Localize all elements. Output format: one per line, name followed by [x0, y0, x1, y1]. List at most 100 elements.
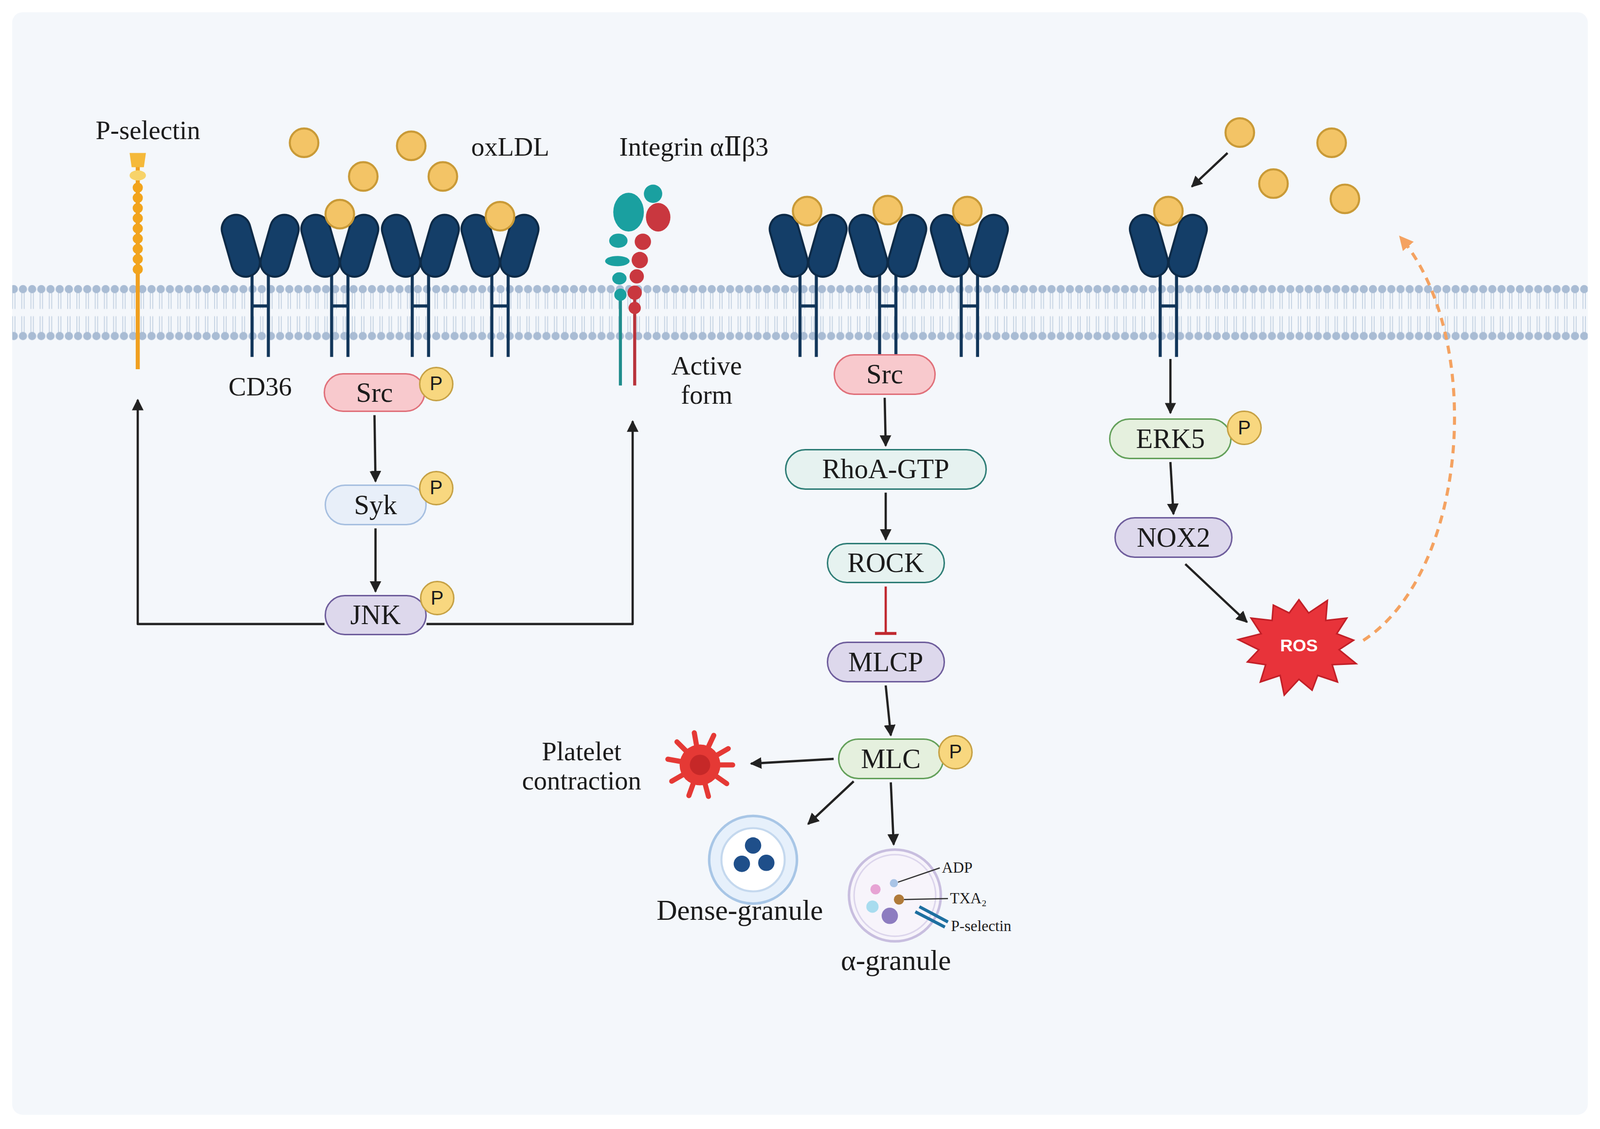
- oxldl-particle: [953, 197, 982, 226]
- cd36-receptor: [458, 211, 543, 358]
- oxldl-particle: [792, 197, 822, 226]
- node-label: P: [1237, 417, 1252, 439]
- burst-shape: [1237, 600, 1357, 696]
- binding-arrow: [1191, 152, 1228, 187]
- oxldl-particle: [873, 196, 903, 225]
- phospho-circle: P: [418, 366, 454, 402]
- oxldl-particle: [1154, 197, 1183, 226]
- node-label: ROS: [1280, 636, 1318, 656]
- phospho-circle: P: [419, 581, 455, 616]
- kinase-pill: ERK5P: [1109, 418, 1232, 460]
- node-label: ERK5: [1135, 423, 1205, 455]
- leader-line: [897, 868, 940, 883]
- node-label: MLC: [860, 744, 921, 775]
- oxldl-particle: [485, 201, 515, 231]
- receptor-bead: [132, 233, 144, 244]
- oxldl-particle: [1330, 184, 1360, 214]
- node-label: Active form: [658, 346, 756, 415]
- node-label: JNK: [350, 600, 401, 631]
- p-selectin-receptor: [129, 152, 146, 369]
- alpha-domain: [604, 255, 630, 267]
- receptor-bead: [132, 254, 144, 265]
- node-label: CD36: [219, 369, 302, 404]
- kinase-pill: JNKP: [324, 595, 427, 637]
- granule-content: [870, 884, 881, 895]
- node-label: NOX2: [1136, 522, 1211, 553]
- alpha-domain: [613, 192, 644, 232]
- activation-arrow: [808, 781, 855, 825]
- phospho-circle: P: [418, 471, 454, 506]
- alpha-granule-icon: [849, 850, 948, 943]
- beta-domain: [629, 269, 644, 284]
- oxldl-particle: [290, 128, 319, 158]
- phospho-circle: P: [1226, 410, 1262, 446]
- kinase-pill: SrcP: [323, 373, 426, 413]
- beta-domain: [628, 302, 641, 315]
- node-label: ADP: [941, 854, 1003, 882]
- integrin-receptor: Integrin αⅡβ3Active form: [601, 122, 786, 414]
- cd36-receptor: [845, 211, 930, 358]
- beta-domain: [631, 252, 649, 269]
- oxldl-particle: [1317, 128, 1346, 158]
- receptor-head: [129, 152, 146, 167]
- granule-icon: ADPTXA₂P-selectinα-granule: [836, 841, 1041, 980]
- outcome-icon: Platelet contraction: [505, 726, 735, 807]
- granule-content: [745, 837, 762, 855]
- activation-arrow: [1185, 564, 1248, 623]
- phosphatase-pill: MLCP: [826, 641, 946, 683]
- node-label: Src: [356, 377, 393, 408]
- node-label: P: [429, 477, 443, 499]
- signal-pill: RhoA-GTP: [784, 449, 987, 491]
- alpha-domain: [643, 184, 663, 203]
- enzyme-pill: NOX2: [1114, 517, 1233, 559]
- activation-arrow: [374, 415, 376, 482]
- cd36-receptor: [766, 211, 851, 358]
- node-label: P: [948, 741, 963, 764]
- feedback-arrow: [1363, 236, 1455, 641]
- alpha-domain: [614, 288, 627, 301]
- node-label: ROCK: [847, 547, 924, 579]
- platelet-body: [679, 745, 721, 786]
- oxldl-particle: [397, 131, 426, 161]
- receptor-group: P-selectin: [81, 109, 215, 398]
- granule-content: [890, 879, 899, 888]
- activation-arrow: [884, 492, 888, 540]
- activation-arrow: [885, 685, 891, 736]
- oxldl-particle: [325, 200, 355, 229]
- platelet-icon: [667, 732, 733, 797]
- molecule-label: oxLDL: [454, 127, 567, 167]
- node-label: TXA₂: [949, 885, 1012, 913]
- node-label: P: [429, 373, 443, 395]
- activation-arrow: [884, 398, 886, 447]
- receptor-bead: [132, 223, 144, 234]
- beta-domain: [634, 233, 652, 251]
- p-selectin-mark: [919, 907, 948, 923]
- granule-content: [733, 855, 751, 873]
- receptor-bead: [132, 192, 144, 203]
- inhibition-connector: [884, 586, 888, 634]
- granule-inner-ring: [854, 854, 936, 937]
- alpha-leg: [618, 290, 622, 386]
- cd36-receptor: [297, 211, 382, 358]
- oxldl-particle: [348, 162, 378, 191]
- node-label: P-selectin: [81, 109, 215, 151]
- node-label: Src: [866, 359, 903, 390]
- activation-arrow: [890, 782, 894, 845]
- node-label: α-granule: [836, 940, 955, 982]
- alpha-domain: [609, 233, 628, 248]
- node-label: Integrin αⅡβ3: [601, 126, 786, 168]
- leader-line: [904, 898, 948, 900]
- background-panel: [12, 12, 1588, 1115]
- node-label: RhoA-GTP: [822, 454, 950, 485]
- granule-content: [758, 854, 775, 872]
- granule-lumen: [721, 828, 785, 892]
- activation-arrow: [137, 400, 325, 625]
- node-label: Syk: [354, 490, 398, 521]
- node-label: Platelet contraction: [505, 726, 659, 807]
- alpha-domain: [612, 272, 627, 285]
- kinase-pill: ROCK: [826, 543, 946, 584]
- granule-membrane: [849, 850, 942, 943]
